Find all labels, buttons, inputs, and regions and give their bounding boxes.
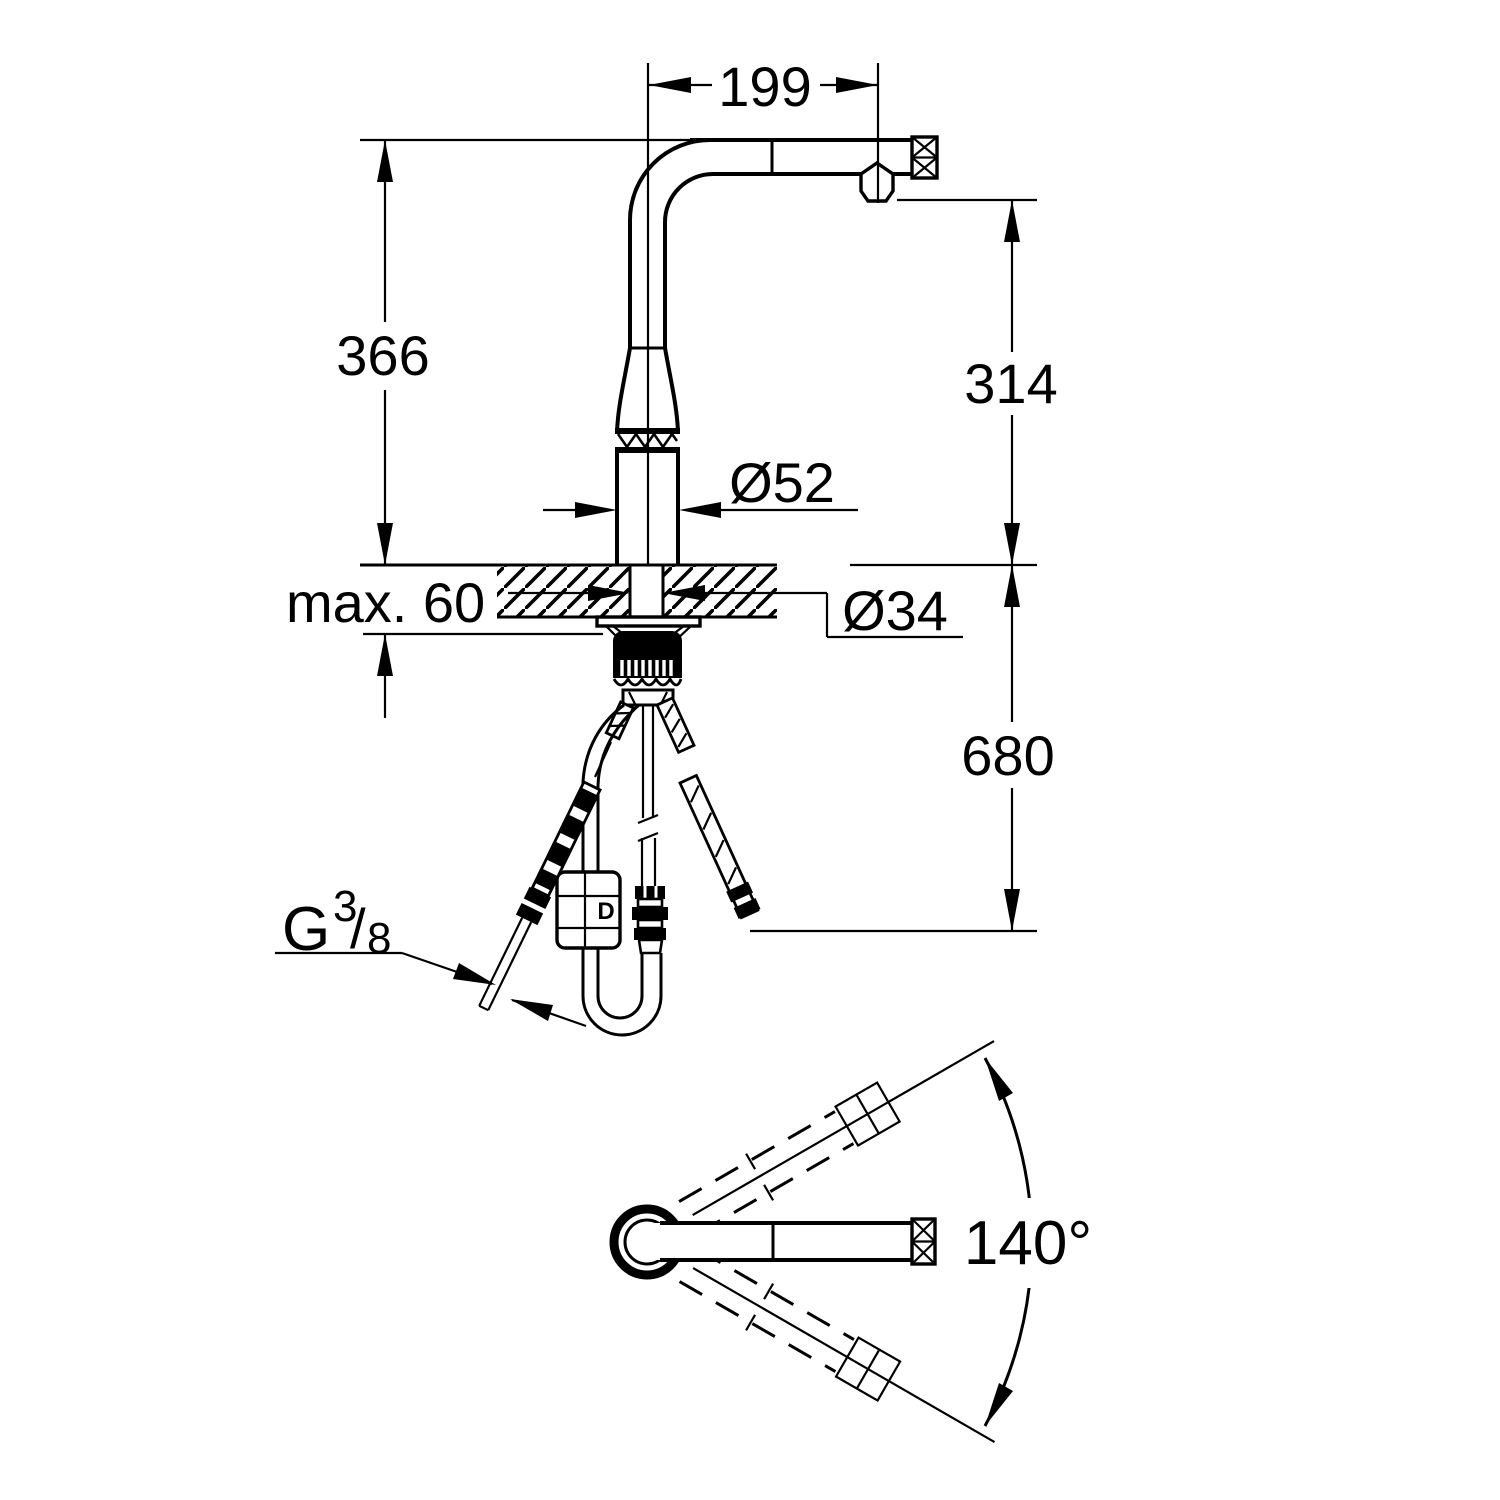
dim-140-label: 140° (964, 1209, 1092, 1278)
braided-hose (478, 780, 602, 1012)
mounting-nut (612, 631, 683, 687)
dim-314-label: 314 (964, 352, 1057, 415)
control-box-marking: D (597, 898, 614, 925)
dim-outlet-height: 314 (850, 198, 1058, 567)
dim-height-above-deck: 366 (336, 140, 430, 565)
control-box: D (555, 870, 622, 950)
hose-neck (593, 741, 613, 778)
dim-366-label: 366 (336, 324, 429, 387)
dim-swivel-angle: 140° (950, 1198, 1105, 1288)
swivel-position-lower (678, 1248, 996, 1444)
dim-max60-label: max. 60 (286, 571, 485, 634)
front-view: D 199 (275, 55, 1058, 1037)
dim-d52-label: Ø52 (729, 451, 835, 514)
dim-d34-label: Ø34 (842, 579, 948, 642)
swivel-position-upper (678, 1040, 995, 1235)
dim-spout-reach: 199 (649, 55, 880, 203)
hose-fitting (632, 886, 668, 955)
top-view: 140° (609, 1040, 1105, 1444)
center-rod (637, 705, 659, 887)
thread-numerator: 3 (333, 882, 357, 931)
mounting-stud-lower (678, 773, 761, 920)
faucet-top-outline (609, 1204, 937, 1280)
thread-callout: G 3 / 8 (275, 882, 587, 1028)
spout-tip-cap-top (910, 1217, 937, 1266)
faucet-outline (360, 63, 939, 564)
dim-body-diameter: Ø52 (543, 451, 858, 518)
mounting-stud-upper (655, 696, 696, 755)
under-sink-assembly: D (478, 615, 761, 1037)
dim-deck-thickness: max. 60 (286, 571, 603, 718)
thread-denominator: 8 (367, 914, 391, 963)
thread-slash: / (350, 897, 366, 960)
grip-band (615, 428, 680, 453)
thread-g-label: G (282, 895, 330, 964)
dim-hole-diameter: Ø34 (508, 579, 963, 642)
spout-tip-cap (910, 135, 939, 180)
dim-680-label: 680 (961, 724, 1054, 787)
flange (595, 615, 702, 628)
dim-199-label: 199 (718, 55, 811, 118)
hose-loop (581, 703, 663, 1037)
dim-below-deck-length: 680 (750, 565, 1055, 933)
